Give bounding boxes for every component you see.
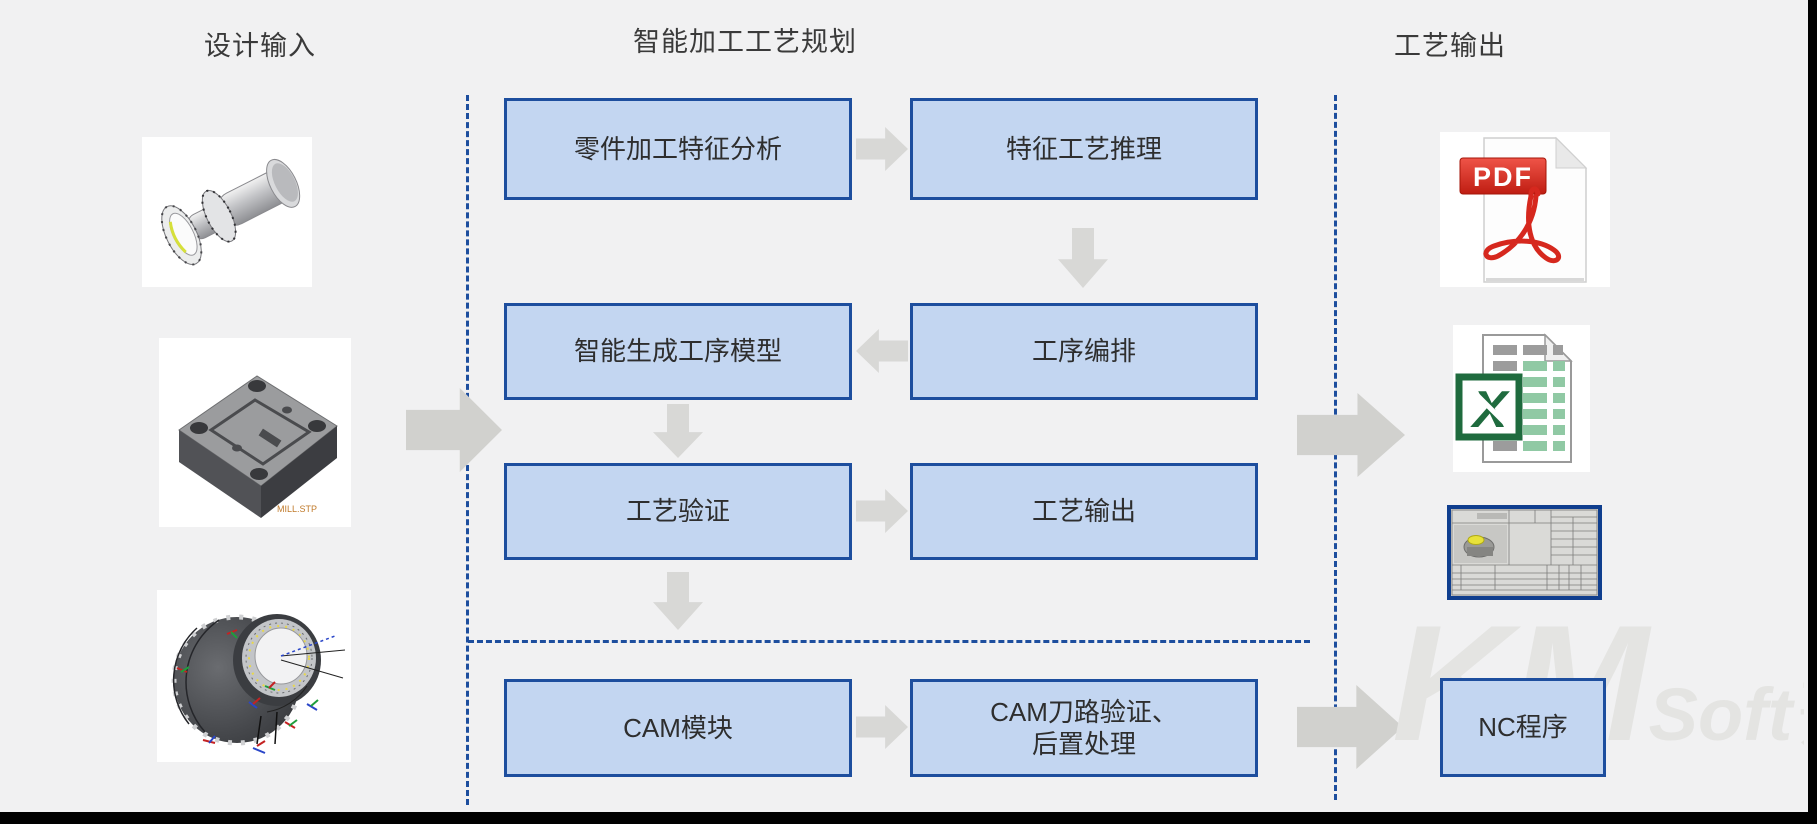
arrow-right-icon [856, 127, 908, 171]
flow-box-label: 智能生成工序模型 [573, 336, 782, 367]
big-arrow-input-to-planning-icon [406, 388, 502, 472]
shaft-part-illustration [160, 158, 301, 266]
cam-section-dashed-divider [468, 640, 1310, 643]
arrow-down-icon [653, 572, 703, 630]
big-arrow-cam-to-nc-icon [1297, 685, 1403, 769]
right-black-bar [1808, 0, 1817, 824]
arrow-down-icon [1058, 228, 1108, 288]
flow-box-verification: 工艺验证 [504, 463, 852, 560]
flow-box-label: 工艺输出 [1031, 496, 1136, 527]
flow-box-nc-program: NC程序 [1440, 678, 1606, 777]
machined-block-illustration: MILL.STP [178, 375, 338, 518]
planning-title: 智能加工工艺规划 [633, 27, 857, 57]
process-card-sheet [1451, 509, 1598, 596]
flow-box-feature-reasoning: 特征工艺推理 [910, 98, 1258, 200]
excel-file-icon: X [1453, 325, 1590, 472]
design-input-title: 设计输入 [204, 31, 316, 61]
flow-box-label: 零件加工特征分析 [573, 133, 782, 164]
watermark-kaimu: 开目 [1797, 673, 1804, 756]
flow-box-feature-analysis: 零件加工特征分析 [504, 98, 852, 200]
flow-box-op-sequencing: 工序编排 [910, 303, 1258, 400]
bottom-black-bar [0, 812, 1817, 824]
design-input-image-casing [157, 590, 351, 762]
design-input-image-shaft [142, 137, 312, 287]
flow-box-cam-module: CAM模块 [504, 679, 852, 777]
block-filename-caption: MILL.STP [277, 504, 317, 514]
flow-box-label: CAM模块 [623, 712, 733, 743]
excel-icon-graphic: X [1455, 333, 1573, 463]
pdf-icon-graphic: PDF [1459, 136, 1588, 283]
flow-box-label-line1: CAM刀路验证、 [990, 696, 1178, 727]
flow-box-op-model: 智能生成工序模型 [504, 303, 852, 400]
arrow-left-icon [856, 329, 908, 373]
arrow-right-icon [856, 489, 908, 533]
process-output-title: 工艺输出 [1394, 31, 1506, 61]
process-card-preview [1447, 505, 1602, 600]
casing-part-illustration [171, 614, 346, 754]
flow-box-label: 工序编排 [1031, 336, 1136, 367]
flow-box-label: 特征工艺推理 [1005, 133, 1162, 164]
flow-box-label: NC程序 [1478, 712, 1568, 743]
watermark-soft: Soft [1648, 673, 1793, 756]
big-arrow-planning-to-output-icon [1297, 393, 1405, 477]
pdf-label-text: PDF [1473, 162, 1533, 192]
flow-box-label-line2: 后置处理 [1031, 729, 1136, 759]
flow-box-process-output: 工艺输出 [910, 463, 1258, 560]
arrow-right-icon [856, 705, 908, 749]
design-input-image-block: MILL.STP [159, 338, 351, 527]
pdf-file-icon: PDF [1440, 132, 1610, 287]
arrow-down-icon [653, 404, 703, 458]
flow-box-label: 工艺验证 [625, 496, 730, 527]
flow-box-cam-verify: CAM刀路验证、 后置处理 [910, 679, 1258, 777]
